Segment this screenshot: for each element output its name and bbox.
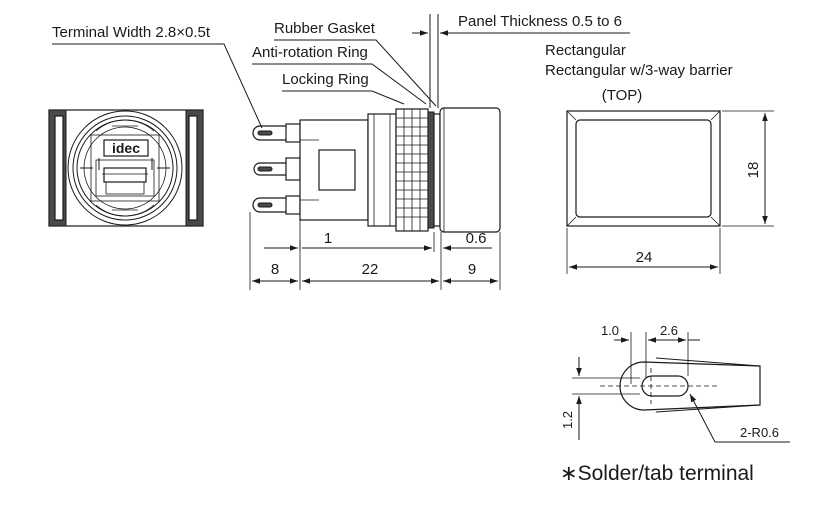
dim-2-6: 2.6 xyxy=(660,323,678,338)
top-view: Rectangular Rectangular w/3-way barrier … xyxy=(545,42,774,274)
dim-9: 9 xyxy=(468,261,476,278)
top-label: (TOP) xyxy=(602,87,643,104)
terminal-detail: 1.0 2.6 1.2 2-R0.6 ∗Solder/tab terminal xyxy=(560,323,790,485)
dim-1-2: 1.2 xyxy=(560,411,575,429)
dim-24: 24 xyxy=(636,249,653,266)
terminal-width-label: Terminal Width 2.8×0.5t xyxy=(52,24,211,41)
dim-r0-6: 2-R0.6 xyxy=(740,425,779,440)
locking-ring-label: Locking Ring xyxy=(282,71,369,88)
rubber-gasket-label: Rubber Gasket xyxy=(274,20,376,37)
dim-1-0: 1.0 xyxy=(601,323,619,338)
rib-lines xyxy=(396,109,428,231)
dim-1: 1 xyxy=(324,230,332,247)
rectangular-label: Rectangular xyxy=(545,42,626,59)
idec-logo: idec xyxy=(112,140,140,156)
barrier-label: Rectangular w/3-way barrier xyxy=(545,62,733,79)
side-dimensions: 1 0.6 8 22 9 xyxy=(249,212,501,290)
dim-0-6: 0.6 xyxy=(466,230,487,247)
dim-18: 18 xyxy=(745,162,762,179)
terminals xyxy=(252,123,301,215)
front-view: idec xyxy=(48,109,204,227)
panel-thickness-label: Panel Thickness 0.5 to 6 xyxy=(458,13,622,30)
dim-8: 8 xyxy=(271,261,279,278)
dim-22: 22 xyxy=(362,261,379,278)
side-view xyxy=(252,107,501,233)
anti-rotation-ring-label: Anti-rotation Ring xyxy=(252,44,368,61)
terminal-caption: ∗Solder/tab terminal xyxy=(560,462,754,485)
